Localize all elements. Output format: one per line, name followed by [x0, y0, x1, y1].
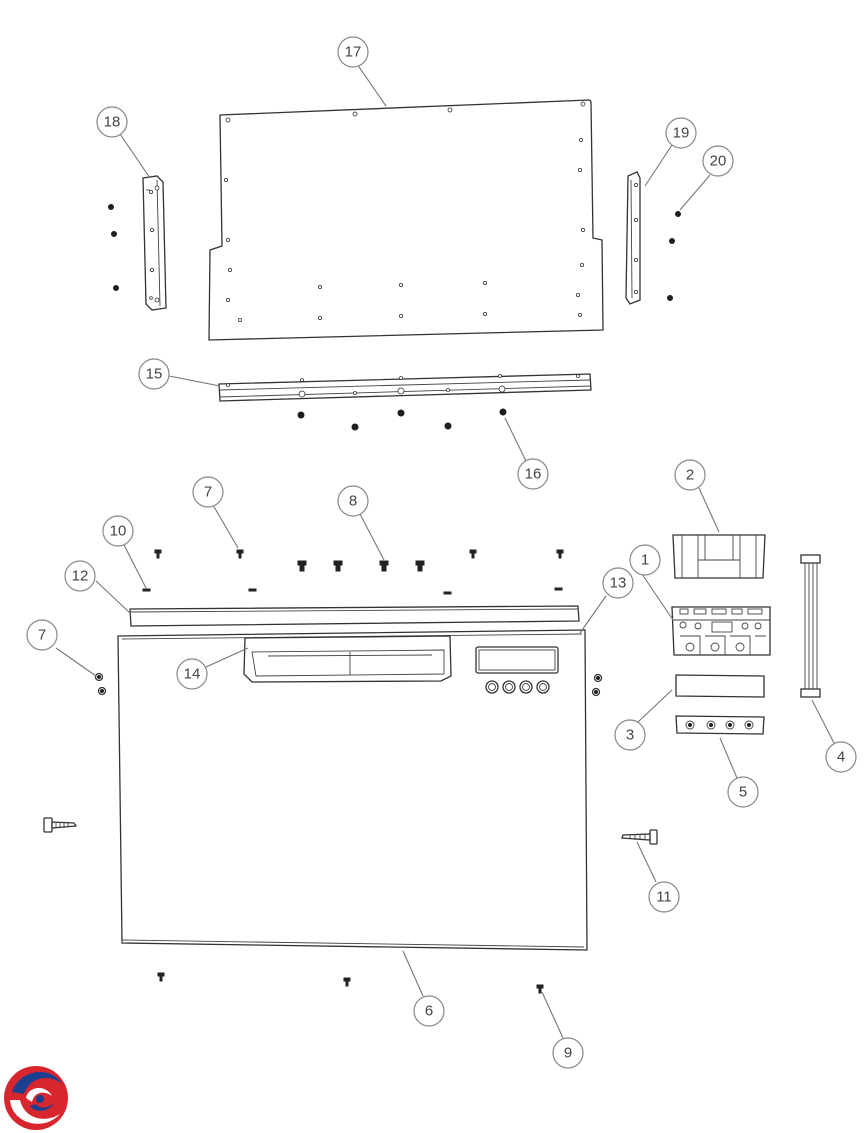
brand-swirl-logo-icon [4, 1066, 68, 1130]
left-rail-bracket-18 [108, 175, 167, 311]
callout-9: 9 [552, 1037, 584, 1069]
callout-5-label: 5 [739, 784, 747, 801]
callout-2: 2 [674, 459, 706, 491]
clip-10-group [142, 587, 563, 595]
control-cover-2 [672, 534, 766, 579]
callout-16-label: 16 [525, 466, 542, 483]
callout-13: 13 [602, 567, 634, 599]
door-panel-6 [117, 629, 588, 951]
callout-7-left-label: 7 [38, 627, 46, 644]
callout-7-top: 7 [192, 476, 224, 508]
long-screw-right-11 [621, 829, 658, 845]
handle-14 [243, 635, 452, 683]
callout-8-label: 8 [349, 493, 357, 510]
callout-20: 20 [702, 145, 734, 177]
callout-6: 6 [413, 995, 445, 1027]
screw-7-side-group [94, 672, 603, 697]
callout-11: 11 [648, 881, 680, 913]
control-board-1 [671, 606, 771, 656]
screw-9-group [157, 972, 544, 994]
callout-19: 19 [665, 117, 697, 149]
leader-lines [55, 63, 835, 1039]
callout-1-label: 1 [641, 552, 649, 569]
screw-7-top-group [154, 549, 564, 559]
callout-10: 10 [102, 515, 134, 547]
callout-9-label: 9 [564, 1045, 572, 1062]
long-screw-left [43, 817, 78, 833]
callout-12-label: 12 [72, 568, 89, 585]
callout-15-label: 15 [146, 366, 163, 383]
ribbon-cable-4 [800, 554, 821, 698]
callout-1: 1 [629, 544, 661, 576]
callout-11-label: 11 [656, 889, 672, 906]
callout-14-label: 14 [184, 666, 201, 683]
callout-8: 8 [337, 485, 369, 517]
callout-15: 15 [138, 358, 170, 390]
screw-8-group [297, 560, 425, 572]
control-display [475, 646, 559, 674]
callout-2-label: 2 [686, 467, 694, 484]
callout-20-label: 20 [710, 153, 727, 170]
control-buttons [485, 680, 550, 694]
callout-19-label: 19 [673, 125, 690, 142]
rail-15 [218, 373, 592, 402]
callout-6-label: 6 [425, 1003, 433, 1020]
callout-17-label: 17 [345, 44, 362, 61]
gasket-3 [675, 674, 765, 698]
screw-20-group [667, 211, 681, 301]
callout-4-label: 4 [837, 749, 845, 766]
callout-5: 5 [727, 776, 759, 808]
callout-17: 17 [337, 36, 369, 68]
right-rail-bracket-19 [625, 171, 641, 305]
callout-16: 16 [517, 458, 549, 490]
screw-16-group [297, 408, 507, 431]
callout-7-left: 7 [26, 619, 58, 651]
callout-10-label: 10 [110, 523, 127, 540]
callout-12: 12 [64, 560, 96, 592]
callout-7-top-label: 7 [204, 484, 212, 501]
top-trim-strip-12 [129, 605, 580, 627]
callout-4: 4 [825, 741, 857, 773]
callout-13-label: 13 [610, 575, 627, 592]
back-panel-17 [208, 99, 604, 341]
callout-3: 3 [614, 719, 646, 751]
button-strip-5 [675, 715, 765, 735]
callout-3-label: 3 [626, 727, 634, 744]
callout-18-label: 18 [104, 114, 121, 131]
callout-14: 14 [176, 658, 208, 690]
callout-18: 18 [96, 106, 128, 138]
